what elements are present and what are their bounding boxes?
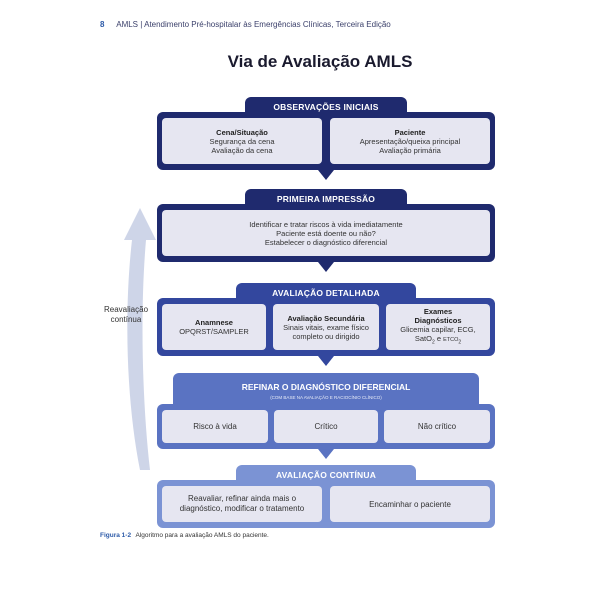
panel-reavaliar: Reavaliar, refinar ainda mais o diagnóst… <box>162 486 322 522</box>
reassessment-arrow <box>124 208 156 470</box>
panel-encaminhar: Encaminhar o paciente <box>330 486 490 522</box>
arrow-body <box>124 208 156 470</box>
panel-cena: Cena/Situação Segurança da cena Avaliaçã… <box>162 118 322 164</box>
panel-paciente: Paciente Apresentação/queixa principal A… <box>330 118 490 164</box>
connector-2 <box>318 262 334 272</box>
panel-critico: Crítico <box>274 410 378 443</box>
connector-1 <box>318 170 334 180</box>
section-continua: Reavaliar, refinar ainda mais o diagnóst… <box>157 480 495 528</box>
section-refinar: Risco à vida Crítico Não crítico <box>157 404 495 449</box>
panel-primeira: Identificar e tratar riscos à vida imedi… <box>162 210 490 256</box>
section-detalhada: Anamnese OPQRST/SAMPLER Avaliação Secund… <box>157 298 495 356</box>
page-header: 8 AMLS | Atendimento Pré-hospitalar às E… <box>100 20 391 29</box>
panel-exames: Exames Diagnósticos Glicemia capilar, EC… <box>386 304 490 350</box>
panel-secundaria: Avaliação Secundária Sinais vitais, exam… <box>273 304 379 350</box>
figure-caption: Figura 1-2 Algoritmo para a avaliação AM… <box>100 532 269 539</box>
panel-risco: Risco à vida <box>162 410 268 443</box>
panel-nao-critico: Não crítico <box>384 410 490 443</box>
connector-3 <box>318 356 334 366</box>
connector-4 <box>318 449 334 459</box>
tab-refinar: REFINAR O DIAGNÓSTICO DIFERENCIAL (COM B… <box>173 373 479 407</box>
book-title: AMLS | Atendimento Pré-hospitalar às Eme… <box>116 20 391 29</box>
reassessment-label: Reavaliação contínua <box>103 305 149 324</box>
panel-anamnese: Anamnese OPQRST/SAMPLER <box>162 304 266 350</box>
diagram-title: Via de Avaliação AMLS <box>227 52 413 71</box>
section-primeira: Identificar e tratar riscos à vida imedi… <box>157 204 495 262</box>
page-number: 8 <box>100 20 105 29</box>
section-observacoes: Cena/Situação Segurança da cena Avaliaçã… <box>157 112 495 170</box>
